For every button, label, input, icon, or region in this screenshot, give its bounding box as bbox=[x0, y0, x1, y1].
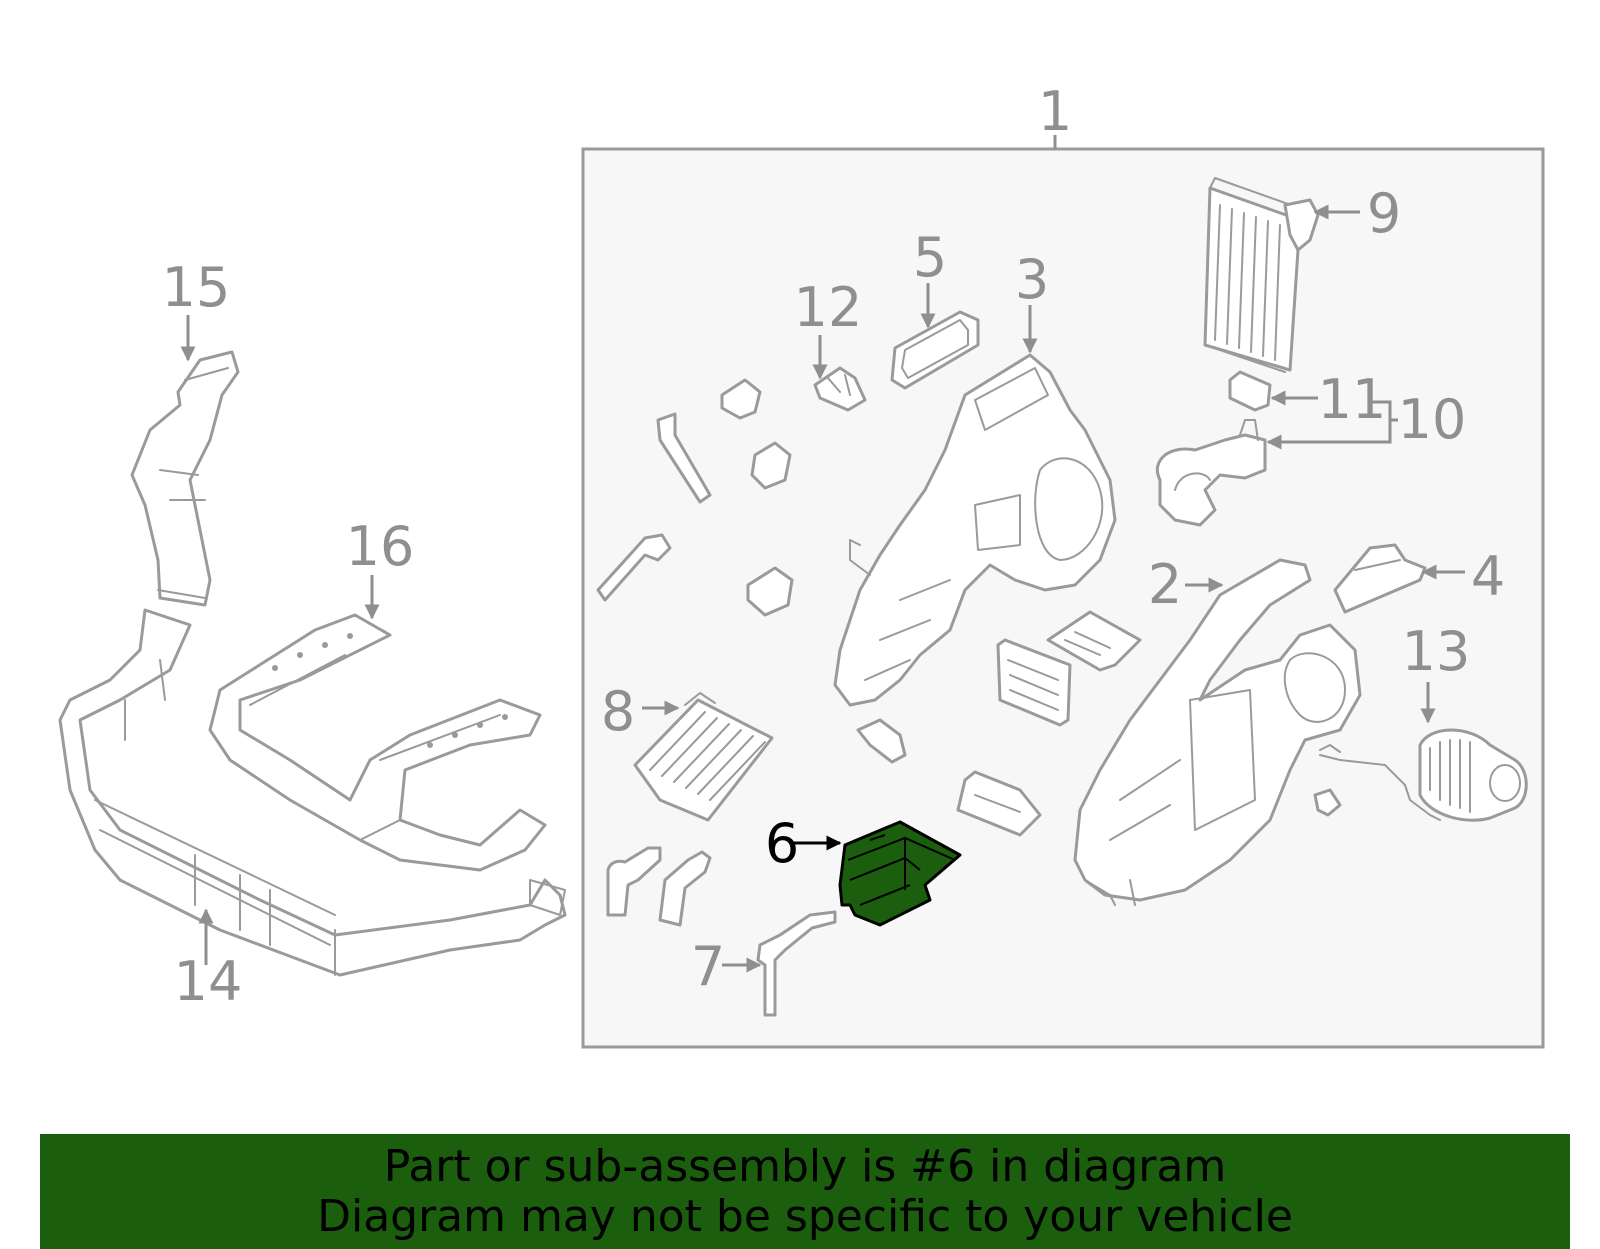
part-5-gasket bbox=[890, 310, 980, 390]
part-4-bracket bbox=[1333, 543, 1427, 614]
assembly-box bbox=[581, 147, 1545, 1049]
label-2: 2 bbox=[1148, 553, 1182, 616]
label-3: 3 bbox=[1015, 248, 1049, 311]
label-15: 15 bbox=[162, 256, 231, 319]
part-10-expansion-valve bbox=[1156, 419, 1267, 527]
label-4: 4 bbox=[1471, 545, 1505, 608]
part-6-highlighted[interactable] bbox=[838, 820, 962, 927]
label-7: 7 bbox=[691, 935, 725, 998]
info-banner: Part or sub-assembly is #6 in diagram Di… bbox=[40, 1134, 1570, 1249]
part-13-blower-motor bbox=[1313, 728, 1528, 822]
part-2-lower-case bbox=[1073, 558, 1362, 906]
part-11-sensor bbox=[1228, 370, 1272, 412]
part-12-actuator bbox=[813, 366, 867, 412]
label-10: 10 bbox=[1398, 388, 1467, 451]
unlabeled-pipes bbox=[606, 846, 712, 927]
part-9-evaporator bbox=[1203, 177, 1320, 373]
label-6: 6 bbox=[765, 812, 799, 875]
banner-line-1: Part or sub-assembly is #6 in diagram bbox=[383, 1141, 1227, 1192]
label-5: 5 bbox=[913, 226, 947, 289]
unlabeled-small-parts bbox=[596, 378, 1142, 837]
label-14: 14 bbox=[174, 950, 243, 1013]
part-14-floor-duct bbox=[58, 608, 567, 977]
label-11: 11 bbox=[1318, 368, 1387, 431]
part-8-heater-core bbox=[633, 692, 774, 822]
label-12: 12 bbox=[794, 276, 863, 339]
part-15-vertical-duct bbox=[130, 350, 240, 607]
label-8: 8 bbox=[601, 680, 635, 743]
part-16-upper-duct bbox=[208, 613, 547, 872]
label-1: 1 bbox=[1038, 80, 1072, 143]
banner-line-2: Diagram may not be specific to your vehi… bbox=[317, 1191, 1293, 1242]
label-16: 16 bbox=[346, 515, 415, 578]
label-10-bracket bbox=[1380, 400, 1392, 444]
label-9: 9 bbox=[1367, 182, 1401, 245]
label-13: 13 bbox=[1402, 620, 1471, 683]
part-3-hvac-case bbox=[833, 353, 1117, 707]
